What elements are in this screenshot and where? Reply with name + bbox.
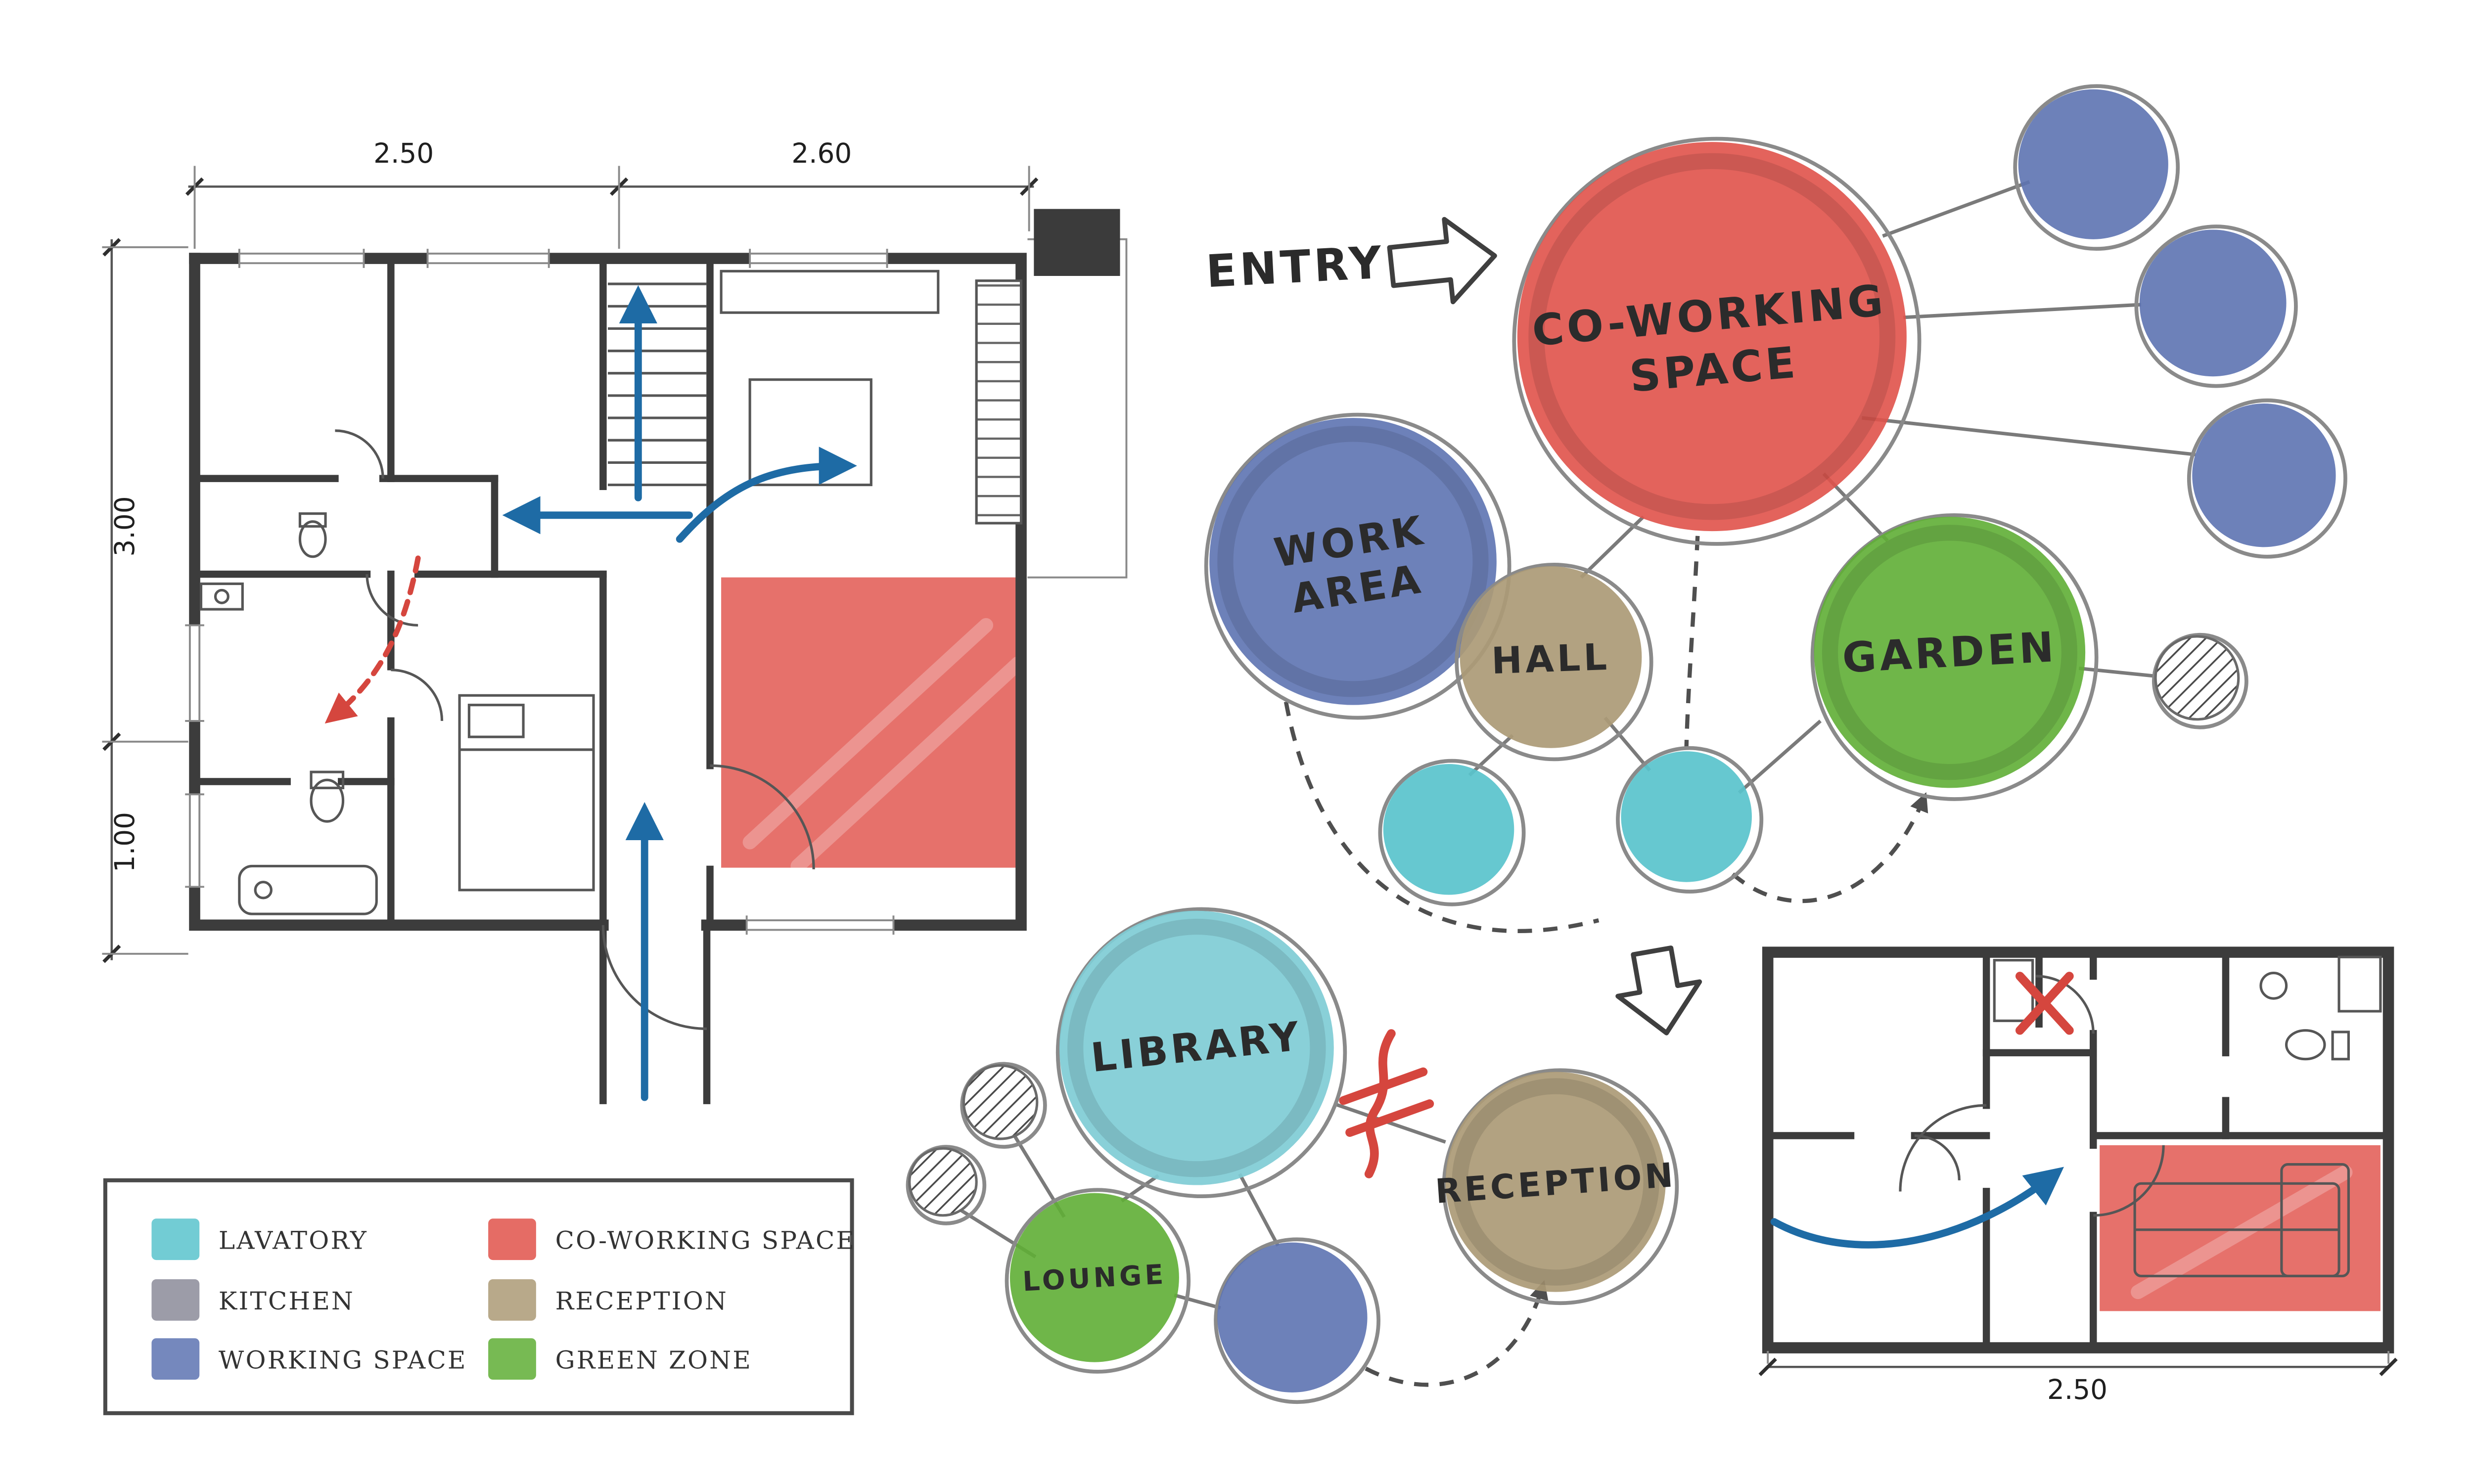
legend-swatch-reception — [488, 1279, 536, 1321]
shelf-strip — [975, 279, 1023, 525]
interior-walls — [191, 255, 714, 929]
coworking-zone-fill — [721, 577, 1025, 873]
dim-top-left: 2.50 — [373, 137, 434, 169]
legend-label-lavatory: LAVATORY — [219, 1226, 368, 1255]
bed — [458, 694, 595, 892]
legend: LAVATORY KITCHEN WORKING SPACE CO-WORKIN… — [103, 1178, 856, 1415]
no-link-mark — [1339, 1029, 1434, 1178]
legend-item-green-zone: GREEN ZONE — [488, 1338, 752, 1380]
arrow-red-dashed — [324, 555, 421, 724]
dimension-left: 3.00 1.00 — [102, 238, 188, 963]
staircase — [608, 282, 707, 487]
dimension-bottom-2: 2.50 — [1758, 1350, 2398, 1405]
legend-item-coworking-space: CO-WORKING SPACE — [488, 1218, 856, 1260]
circulation-arrows — [324, 285, 857, 1101]
legend-item-kitchen: KITCHEN — [151, 1279, 355, 1321]
dim-top-right: 2.60 — [791, 137, 852, 169]
garden-label: GARDEN — [1841, 623, 2058, 682]
bubble-lavatory — [1616, 746, 1764, 894]
legend-swatch-lavatory — [151, 1218, 200, 1260]
chimney-block — [1034, 209, 1120, 276]
bubble-hall: HALL — [1455, 562, 1653, 762]
floor-plan-main: 2.50 2.60 3.00 1.00 — [102, 137, 1128, 1104]
furniture — [199, 270, 1023, 915]
legend-item-working-space: WORKING SPACE — [151, 1338, 467, 1380]
bubble-working-space — [1214, 1237, 1380, 1404]
door-arcs — [335, 429, 815, 1031]
bubble-diagram-top: ENTRY CO-WORKING SPACE — [1204, 84, 2347, 1035]
legend-label-kitchen: KITCHEN — [219, 1287, 355, 1315]
bubble-hatched — [2152, 632, 2248, 729]
legend-label-working-space: WORKING SPACE — [219, 1346, 467, 1374]
bubble-hatched — [960, 1062, 1047, 1149]
bubble-lavatory — [1378, 759, 1526, 906]
bubble-diagram-bottom: LIBRARY LOUNGE RECEPTION — [906, 907, 1679, 1404]
arrow-curve-right — [676, 447, 857, 543]
legend-swatch-kitchen — [151, 1279, 200, 1321]
window — [185, 793, 204, 888]
entry-block-arrow-icon — [1387, 217, 1497, 305]
bubble-work-area: WORK AREA — [1204, 412, 1511, 720]
bubble-coworking: CO-WORKING SPACE — [1512, 136, 1922, 546]
legend-swatch-green-zone — [488, 1338, 536, 1380]
windows — [185, 249, 895, 935]
dim-side-lower: 1.00 — [109, 812, 140, 872]
window — [749, 249, 888, 268]
bubble-reception: RECEPTION — [1434, 1068, 1679, 1305]
legend-swatch-coworking-space — [488, 1218, 536, 1260]
lounge-label: LOUNGE — [1022, 1258, 1167, 1297]
bubble-lounge: LOUNGE — [1005, 1188, 1191, 1374]
floor-plan-secondary: 2.50 — [1758, 946, 2398, 1405]
window — [185, 624, 204, 722]
outer-walls-2 — [1762, 946, 2394, 1353]
bubble-blue-satellite — [2187, 398, 2347, 559]
bubble-dashed-connectors — [1283, 536, 1928, 933]
blocked-door-x-mark — [2015, 972, 2074, 1035]
sink — [199, 582, 244, 611]
table — [748, 378, 872, 487]
bubble-garden: GARDEN — [1810, 513, 2099, 801]
entry-label: ENTRY — [1205, 237, 1386, 298]
bubble-connectors — [1468, 180, 2196, 794]
window — [238, 249, 365, 268]
bubble-blue-satellite — [2134, 225, 2298, 388]
bubble-blue-satellite — [2013, 84, 2180, 251]
bubble-library: LIBRARY — [1055, 907, 1347, 1198]
legend-item-reception: RECEPTION — [488, 1279, 728, 1321]
interior-walls-2 — [1764, 948, 2392, 1351]
balcony — [1027, 209, 1128, 579]
dim-plan2: 2.50 — [2047, 1374, 2107, 1405]
coworking-zone-fill-2 — [2100, 1145, 2381, 1311]
legend-label-green-zone: GREEN ZONE — [555, 1346, 752, 1374]
legend-label-coworking-space: CO-WORKING SPACE — [555, 1226, 856, 1255]
arrow-entry-plan2 — [1770, 1167, 2064, 1249]
toilet — [310, 770, 345, 823]
hall-label: HALL — [1491, 636, 1611, 682]
window — [426, 249, 550, 268]
sofa — [2133, 1163, 2350, 1277]
down-block-arrow-icon — [1615, 945, 1702, 1035]
bathtub — [238, 864, 378, 915]
legend-box — [103, 1178, 854, 1415]
door-arcs-2 — [1899, 975, 2165, 1217]
dimension-top: 2.50 2.60 — [185, 137, 1039, 249]
legend-swatch-working-space — [151, 1338, 200, 1380]
bubble-hatched — [906, 1145, 987, 1225]
toilet — [298, 512, 327, 558]
dim-side-upper: 3.00 — [109, 496, 140, 556]
legend-item-lavatory: LAVATORY — [151, 1218, 368, 1260]
legend-label-reception: RECEPTION — [555, 1287, 728, 1315]
window — [745, 915, 895, 935]
kitchen-counter — [720, 270, 940, 314]
